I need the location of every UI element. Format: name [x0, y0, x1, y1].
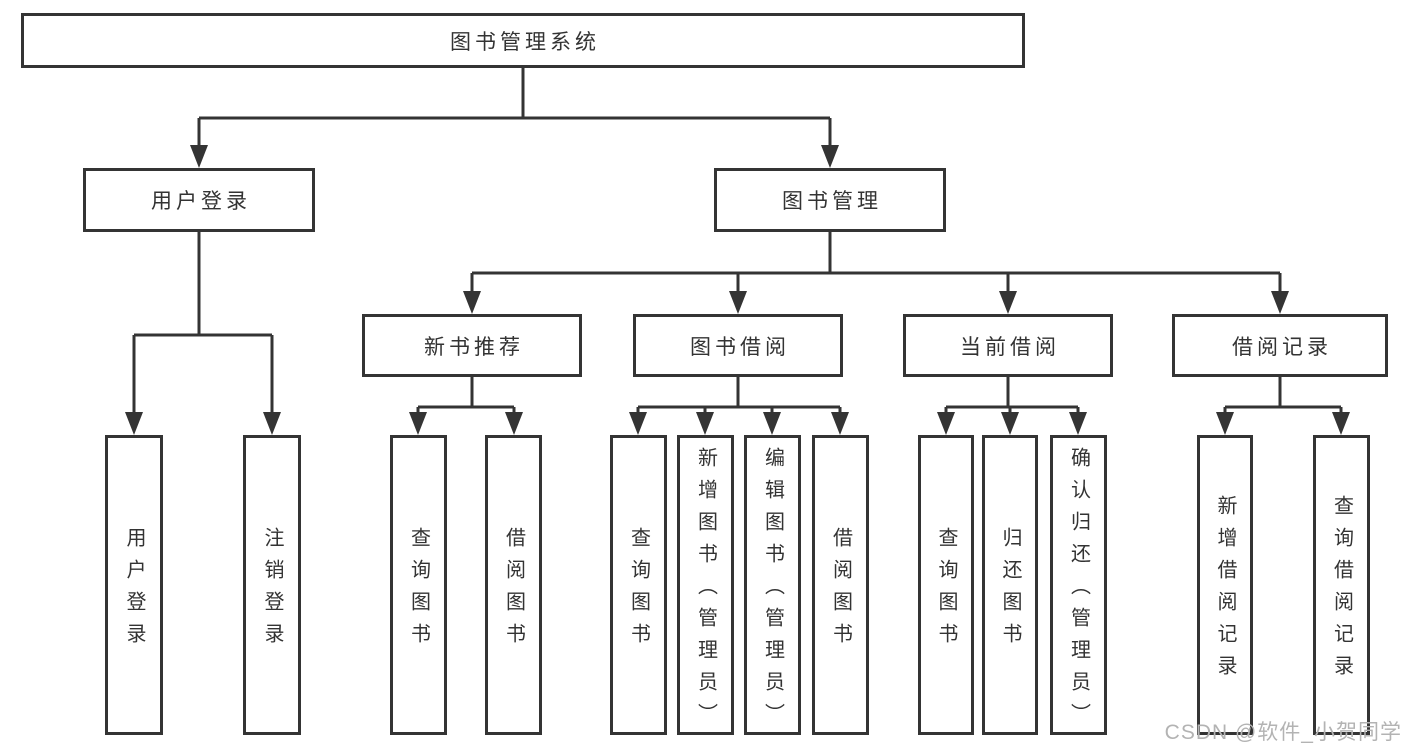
node-label: 图书管理 [782, 190, 882, 213]
node-label: 新增借阅记录 [1214, 495, 1236, 687]
leaf-borrow-borrow-books: 借阅图书 [812, 435, 869, 735]
node-borrow-records: 借阅记录 [1172, 314, 1388, 377]
node-label: 确认归还（管理员） [1067, 447, 1090, 735]
node-label: 图书借阅 [690, 335, 790, 359]
leaf-logout: 注销登录 [243, 435, 301, 735]
leaf-borrow-edit-books-admin: 编辑图书（管理员） [744, 435, 801, 735]
leaf-borrow-query-books: 查询图书 [610, 435, 667, 735]
leaf-current-return-books: 归还图书 [982, 435, 1038, 735]
node-label: 当前借阅 [960, 335, 1060, 359]
node-user-login: 用户登录 [83, 168, 315, 232]
node-label: 查询图书 [627, 527, 650, 655]
node-current-borrow: 当前借阅 [903, 314, 1113, 377]
node-book-management: 图书管理 [714, 168, 946, 232]
node-label: 图书管理系统 [450, 30, 600, 54]
node-library-management-system: 图书管理系统 [21, 13, 1025, 68]
node-label: 用户登录 [151, 190, 251, 213]
node-label: 新增图书（管理员） [694, 447, 717, 735]
node-label: 用户登录 [123, 527, 145, 655]
node-label: 查询借阅记录 [1330, 495, 1353, 687]
leaf-records-query-record: 查询借阅记录 [1313, 435, 1370, 735]
node-label: 注销登录 [261, 527, 283, 655]
leaf-recommend-query-books: 查询图书 [390, 435, 447, 735]
node-label: 查询图书 [407, 527, 430, 655]
leaf-records-add-record: 新增借阅记录 [1197, 435, 1253, 735]
node-label: 借阅图书 [502, 527, 525, 655]
node-book-borrow: 图书借阅 [633, 314, 843, 377]
node-new-book-recommend: 新书推荐 [362, 314, 582, 377]
node-label: 借阅记录 [1232, 335, 1332, 359]
watermark: CSDN @软件_小贺同学 [1164, 721, 1402, 744]
node-label: 归还图书 [999, 527, 1021, 655]
node-label: 借阅图书 [829, 527, 852, 655]
leaf-current-query-books: 查询图书 [918, 435, 974, 735]
leaf-current-confirm-return-admin: 确认归还（管理员） [1050, 435, 1107, 735]
node-label: 查询图书 [935, 527, 957, 655]
leaf-user-login: 用户登录 [105, 435, 163, 735]
node-label: 编辑图书（管理员） [761, 447, 784, 735]
node-label: 新书推荐 [424, 335, 524, 359]
leaf-borrow-add-books-admin: 新增图书（管理员） [677, 435, 734, 735]
leaf-recommend-borrow-books: 借阅图书 [485, 435, 542, 735]
